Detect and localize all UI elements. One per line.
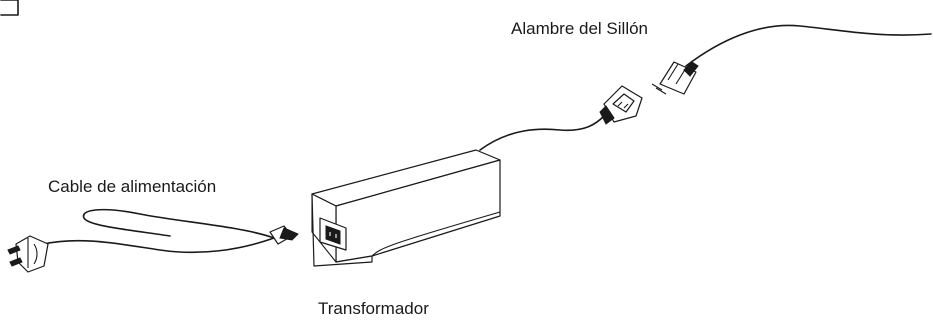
- power-cable-label: Cable de alimentación: [48, 177, 217, 196]
- transformer-box: [311, 149, 501, 267]
- power-cable-line: [43, 208, 275, 254]
- wall-plug: [7, 235, 49, 273]
- chair-plug-male: [651, 61, 699, 95]
- transformer-output-socket: [599, 85, 643, 125]
- chair-wire-label: Alambre del Sillón: [511, 19, 649, 38]
- chair-wire-line: [685, 24, 932, 67]
- power-cable-female-plug: [269, 225, 299, 245]
- transformer-label: Transformador: [318, 299, 429, 318]
- transformer-output-cable: [479, 115, 605, 151]
- corner-bracket: [0, 0, 19, 16]
